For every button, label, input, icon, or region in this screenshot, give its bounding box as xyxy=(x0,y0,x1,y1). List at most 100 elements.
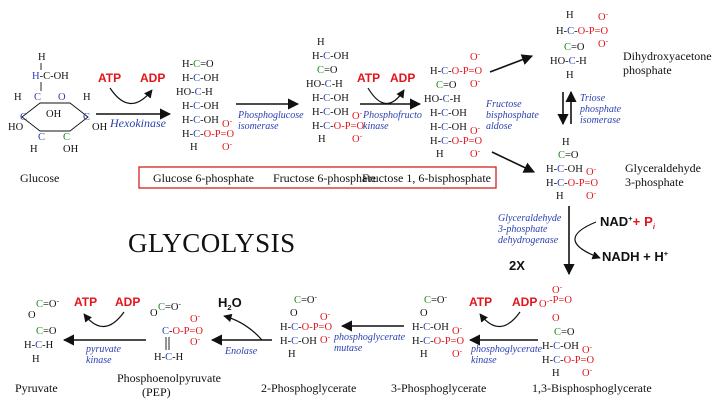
svg-text:O-: O- xyxy=(586,188,597,202)
svg-text:O-: O- xyxy=(352,108,363,122)
svg-text:H-C-H: H-C-H xyxy=(154,352,184,363)
svg-text:H-C-OH: H-C-OH xyxy=(182,115,219,126)
svg-text:HO-C-H: HO-C-H xyxy=(176,87,213,98)
svg-text:O-: O- xyxy=(470,146,481,160)
svg-text:H-C-OH: H-C-OH xyxy=(312,93,349,104)
svg-text:H-C-OH: H-C-OH xyxy=(182,101,219,112)
svg-text:H: H xyxy=(14,92,22,103)
svg-text:O-: O- xyxy=(582,365,593,379)
svg-text:H: H xyxy=(566,70,574,81)
enzyme-gapdh-line2: 3-phosphate xyxy=(497,224,548,235)
enzyme-pgm-line2: mutase xyxy=(334,343,363,354)
atp-pgk: ATP xyxy=(469,295,492,309)
nad-label: NAD xyxy=(600,214,628,229)
enzyme-tpi-line3: isomerase xyxy=(580,115,621,126)
svg-text:H: H xyxy=(318,134,326,145)
enzyme-gapdh-line1: Glyceraldehyde xyxy=(498,213,562,224)
svg-text:O-: O- xyxy=(552,282,563,296)
svg-text:OH: OH xyxy=(46,109,62,120)
adp-hexokinase: ADP xyxy=(140,71,165,85)
enzyme-pfk-line1: Phosphofructo xyxy=(362,110,422,121)
svg-text:H-C-O-P=O: H-C-O-P=O xyxy=(280,322,332,333)
svg-text:O-: O- xyxy=(452,323,463,337)
label-dhap-line1: Dihydroxyacetone xyxy=(623,49,712,63)
label-pep-line1: Phosphoenolpyruvate xyxy=(117,371,221,385)
enzyme-pgi-line2: isomerase xyxy=(238,121,279,132)
svg-text:H-C-O-P=O: H-C-O-P=O xyxy=(182,129,234,140)
svg-text:H-C-OH: H-C-OH xyxy=(280,336,317,347)
svg-text:OH: OH xyxy=(92,122,108,133)
svg-text:O: O xyxy=(290,308,298,319)
svg-text:O-: O- xyxy=(470,76,481,90)
svg-text:O-: O- xyxy=(598,36,609,50)
label-dhap-line2: phosphate xyxy=(623,63,672,77)
enzyme-enolase: Enolase xyxy=(224,346,258,357)
water-group: H2O xyxy=(218,295,242,312)
svg-text:O: O xyxy=(420,308,428,319)
svg-text:O-: O- xyxy=(222,116,233,130)
svg-text:H-C-OH: H-C-OH xyxy=(430,122,467,133)
svg-text:H-C-O-P=O: H-C-O-P=O xyxy=(556,26,608,37)
svg-text:O-: O- xyxy=(452,346,463,360)
svg-text:H: H xyxy=(30,144,38,155)
svg-text:O-: O- xyxy=(598,9,609,23)
svg-text:H-C-O-P=O: H-C-O-P=O xyxy=(542,355,594,366)
svg-text:C=O-: C=O- xyxy=(36,296,60,310)
svg-text:OH: OH xyxy=(63,144,79,155)
label-f6p: Fructose 6-phosphate xyxy=(273,171,376,185)
svg-text:H-C-OH: H-C-OH xyxy=(312,51,349,62)
label-gap-line2: 3-phosphate xyxy=(625,175,684,189)
label-3pg: 3-Phosphoglycerate xyxy=(391,381,486,395)
svg-text:H: H xyxy=(420,349,428,360)
svg-text:H: H xyxy=(83,92,91,103)
svg-text:O--P=O: O--P=O xyxy=(539,295,572,310)
enzyme-pgk-line2: kinase xyxy=(471,355,497,366)
atp-hexokinase: ATP xyxy=(98,71,121,85)
label-gap-line1: Glyceraldehyde xyxy=(625,161,701,175)
label-glucose: Glucose xyxy=(20,171,59,185)
svg-text:C-O-P=O: C-O-P=O xyxy=(162,326,203,337)
svg-text:HO-C-H: HO-C-H xyxy=(424,94,461,105)
svg-text:O: O xyxy=(28,310,36,321)
enzyme-tpi-line1: Triose xyxy=(580,93,606,104)
svg-text:C: C xyxy=(34,92,41,103)
pk-curved-arrow xyxy=(83,311,125,328)
svg-text:HO: HO xyxy=(8,122,24,133)
svg-text:C=O: C=O xyxy=(554,327,575,338)
pep-structure: C=O- O C-O-P=O O- O- H-C-H xyxy=(150,299,203,363)
svg-text:H-C-OH: H-C-OH xyxy=(412,322,449,333)
svg-text:O: O xyxy=(150,308,158,319)
svg-text:O-: O- xyxy=(190,334,201,348)
svg-text:H: H xyxy=(32,354,40,365)
svg-text:O-: O- xyxy=(320,332,331,346)
nadh-group: NADH + H+ xyxy=(602,249,669,264)
svg-text:H-C-O-P=O: H-C-O-P=O xyxy=(430,136,482,147)
nadh-charge: + xyxy=(664,249,669,258)
adp-pfk: ADP xyxy=(390,71,415,85)
enzyme-aldolase-line3: aldose xyxy=(486,121,513,132)
svg-text:H-C-O-P=O: H-C-O-P=O xyxy=(312,121,364,132)
water-sub: 2 xyxy=(227,303,231,312)
svg-text:O-: O- xyxy=(190,311,201,325)
svg-text:C=O: C=O xyxy=(558,150,579,161)
atp-pfk: ATP xyxy=(357,71,380,85)
svg-text:H-C-OH: H-C-OH xyxy=(182,73,219,84)
svg-text:O-: O- xyxy=(582,342,593,356)
svg-text:HO-C-H: HO-C-H xyxy=(550,56,587,67)
svg-text:H: H xyxy=(190,142,198,153)
svg-text:H-C-OH: H-C-OH xyxy=(542,341,579,352)
svg-text:H: H xyxy=(562,137,570,148)
svg-text:O-: O- xyxy=(222,139,233,153)
label-13bpg: 1,3-Bisphosphoglycerate xyxy=(532,381,652,395)
nad-plus: + xyxy=(633,214,641,229)
label-g6p: Glucose 6-phosphate xyxy=(153,171,254,185)
pg2-structure: C=O- O H-C-O-P=O O- O- H-C-OH H xyxy=(280,292,332,360)
svg-text:O-: O- xyxy=(586,164,597,178)
f6p-structure: H H-C-OH C=O HO-C-H H-C-OH H-C-OH H-C-O-… xyxy=(306,37,364,145)
glucose-structure: H H-C-OH H C O H C C OH HO OH C C H OH xyxy=(8,52,108,155)
label-pyruvate: Pyruvate xyxy=(15,381,58,395)
svg-text:C: C xyxy=(38,132,45,143)
svg-text:H: H xyxy=(552,368,560,379)
svg-text:O-: O- xyxy=(320,309,331,323)
